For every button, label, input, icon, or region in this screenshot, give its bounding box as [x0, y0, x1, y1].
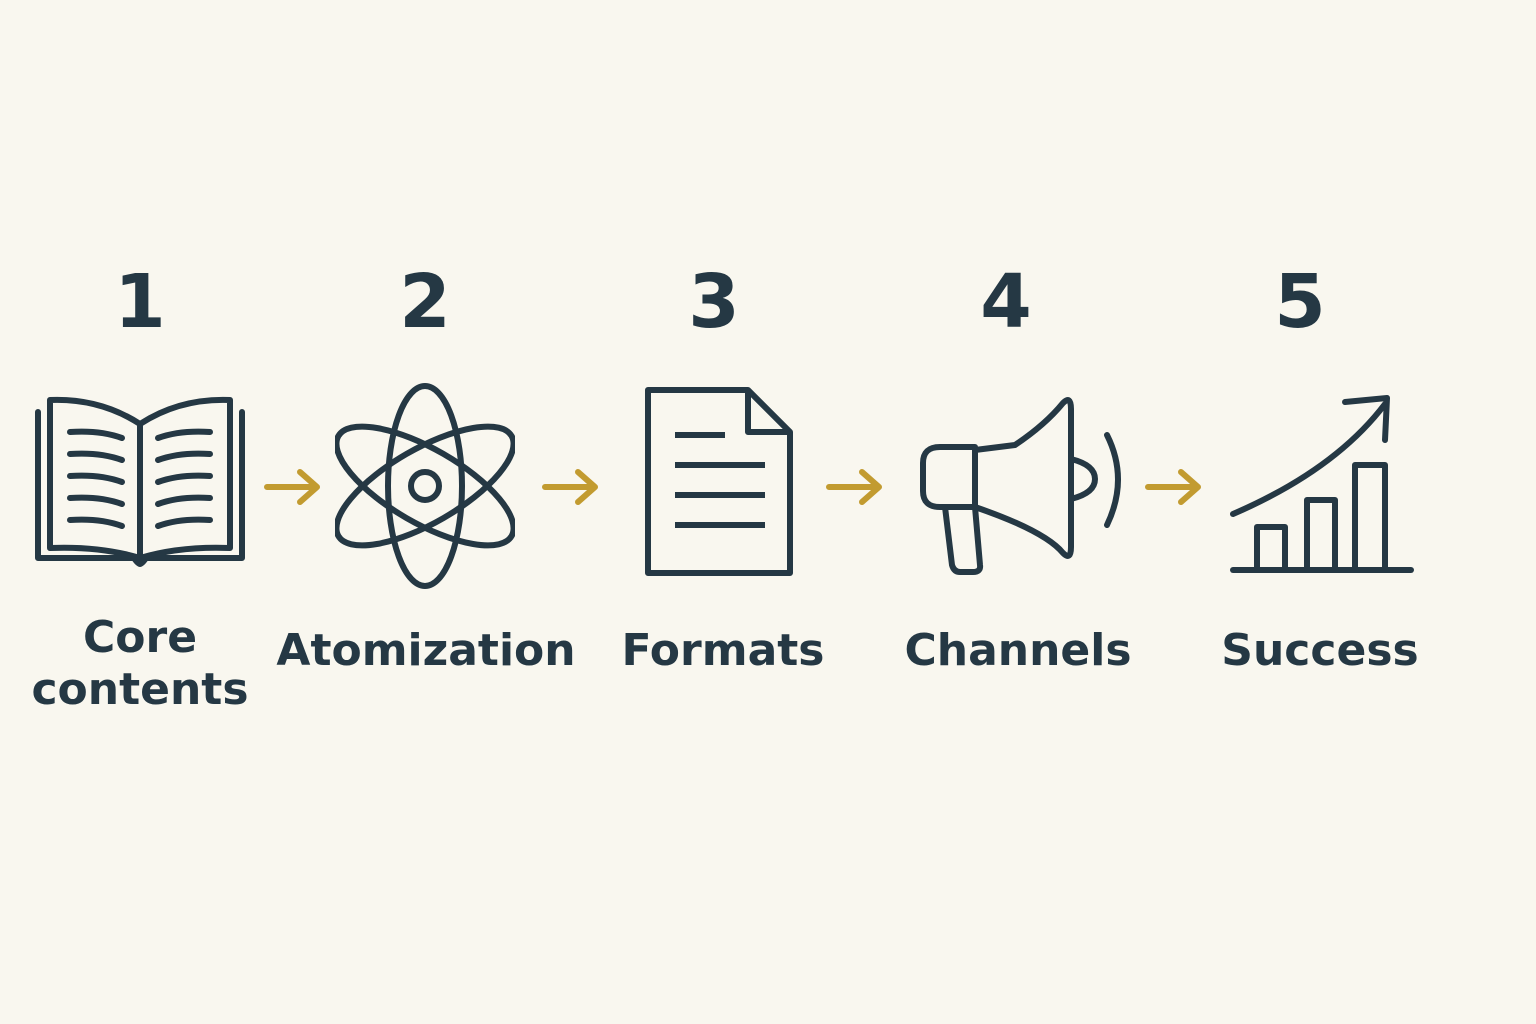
- arrow-right-icon: [1143, 462, 1205, 516]
- step-3-number: 3: [688, 259, 740, 345]
- step-2-label: Atomization: [276, 625, 576, 676]
- atom-icon: [335, 382, 515, 592]
- growth-chart-icon: [1225, 390, 1420, 580]
- arrow-right-icon: [540, 462, 602, 516]
- step-5-number: 5: [1274, 259, 1326, 345]
- step-3-label: Formats: [621, 625, 825, 676]
- step-1-number: 1: [114, 259, 166, 345]
- megaphone-icon: [915, 395, 1140, 580]
- arrow-right-icon: [262, 462, 324, 516]
- step-1-label: Core contents: [31, 612, 249, 715]
- open-book-icon: [30, 390, 250, 570]
- document-icon: [640, 385, 800, 580]
- step-4-number: 4: [980, 259, 1032, 345]
- step-4-label: Channels: [904, 625, 1132, 676]
- step-2-number: 2: [399, 259, 451, 345]
- arrow-right-icon: [824, 462, 886, 516]
- step-5-label: Success: [1221, 625, 1419, 676]
